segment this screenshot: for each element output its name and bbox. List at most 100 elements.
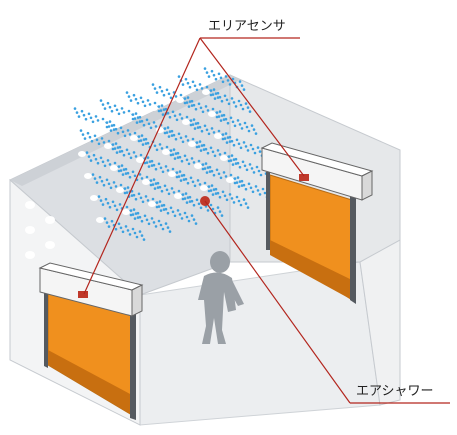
air-jet-dot: [128, 233, 132, 236]
air-jet-dot: [215, 115, 219, 119]
air-jet-dot: [197, 159, 201, 163]
air-jet-dot: [152, 163, 156, 167]
air-jet-dot: [100, 137, 104, 140]
air-jet-dot: [155, 91, 159, 94]
air-jet-dot: [159, 209, 163, 212]
person-icon: [198, 251, 244, 344]
air-shower-jets: [66, 67, 276, 241]
air-jet-dot: [141, 100, 145, 104]
air-jet-dot: [196, 179, 200, 182]
air-jet-dot: [192, 218, 196, 221]
area-sensor-label: エリアセンサ: [208, 19, 286, 34]
air-jet-dot: [160, 89, 164, 93]
air-jet-dot: [224, 132, 228, 135]
air-jet-dot: [121, 130, 125, 134]
air-jet-dot: [200, 144, 204, 147]
air-jet-dot: [203, 124, 207, 128]
air-jet-dot: [235, 181, 239, 184]
air-jet-dot: [212, 188, 216, 191]
air-jet-dot: [181, 197, 185, 201]
air-jet-dot: [188, 195, 192, 199]
air-jet-dot: [217, 72, 221, 76]
left-door-frame-left: [44, 288, 48, 368]
air-jet-dot: [134, 197, 138, 201]
air-jet-dot: [209, 146, 213, 150]
air-jet-dot: [214, 92, 218, 95]
air-jet-dot: [92, 153, 96, 157]
air-jet-dot: [198, 140, 202, 143]
air-jet-dot: [232, 101, 236, 104]
air-jet-dot: [174, 152, 178, 155]
air-jet-dot: [212, 73, 216, 77]
air-jet-dot: [183, 154, 187, 158]
air-jet-dot: [139, 96, 143, 100]
air-jet-dot: [140, 134, 144, 137]
air-nozzle: [142, 179, 150, 185]
air-jet-dot: [166, 111, 170, 115]
air-jet-dot: [125, 91, 129, 94]
air-jet-dot: [225, 141, 229, 144]
air-jet-dot: [174, 137, 178, 141]
air-jet-dot: [85, 151, 89, 154]
air-jet-dot: [255, 165, 259, 169]
air-jet-dot: [152, 221, 156, 224]
air-jet-dot: [135, 235, 139, 239]
air-jet-dot: [258, 150, 262, 153]
air-jet-dot: [244, 145, 248, 148]
air-jet-dot: [185, 215, 189, 219]
room-top-edge: [10, 75, 240, 186]
air-jet-dot: [150, 159, 154, 163]
air-jet-dot: [211, 193, 215, 196]
air-nozzle: [194, 163, 202, 169]
air-jet-dot: [161, 227, 165, 231]
air-jet-dot: [176, 151, 180, 155]
air-jet-dot: [205, 128, 209, 132]
air-jet-dot: [162, 208, 166, 211]
air-jet-dot: [252, 128, 256, 131]
air-nozzle: [78, 151, 86, 157]
air-jet-dot: [216, 91, 220, 95]
air-jet-dot: [141, 143, 145, 146]
air-jet-dot: [138, 115, 142, 119]
air-jet-dot: [99, 156, 103, 160]
air-jet-dot: [130, 194, 134, 197]
air-jet-dot: [112, 181, 116, 184]
air-jet-dot: [131, 117, 135, 121]
air-jet-dot: [194, 122, 198, 125]
air-jet-dot: [188, 200, 192, 203]
air-jet-dot: [181, 193, 185, 196]
air-nozzle: [96, 217, 104, 223]
air-jet-dot: [237, 99, 241, 103]
air-jet-dot: [119, 126, 123, 130]
air-jet-dot: [234, 105, 238, 108]
air-jet-dot: [178, 155, 182, 159]
air-jet-dot: [248, 110, 252, 113]
air-jet-dot: [230, 139, 234, 143]
air-jet-dot: [113, 104, 117, 108]
air-nozzle: [220, 155, 228, 161]
air-jet-dot: [149, 126, 153, 130]
air-jet-dot: [205, 71, 209, 74]
air-jet-dot: [170, 129, 174, 133]
air-jet-dot: [223, 194, 227, 198]
air-jet-dot: [125, 191, 129, 194]
air-jet-dot: [179, 93, 183, 97]
air-jet-dot: [189, 176, 193, 180]
air-jet-dot: [116, 131, 120, 135]
air-jet-dot: [197, 145, 201, 148]
air-jet-dot: [189, 123, 193, 127]
sensor-icon: [78, 291, 88, 298]
air-jet-dot: [259, 173, 263, 177]
air-jet-dot: [107, 125, 111, 128]
air-jet-dot: [193, 127, 197, 130]
air-jet-dot: [94, 115, 98, 118]
left-rapid-roll-door: [38, 262, 144, 420]
air-jet-dot: [226, 121, 230, 125]
air-jet-dot: [151, 83, 155, 86]
air-jet-dot: [206, 166, 210, 169]
air-jet-dot: [158, 200, 162, 203]
air-jet-dot: [194, 222, 198, 225]
air-jet-dot: [240, 179, 244, 183]
air-jet-dot: [199, 149, 203, 152]
air-jet-dot: [177, 132, 181, 136]
